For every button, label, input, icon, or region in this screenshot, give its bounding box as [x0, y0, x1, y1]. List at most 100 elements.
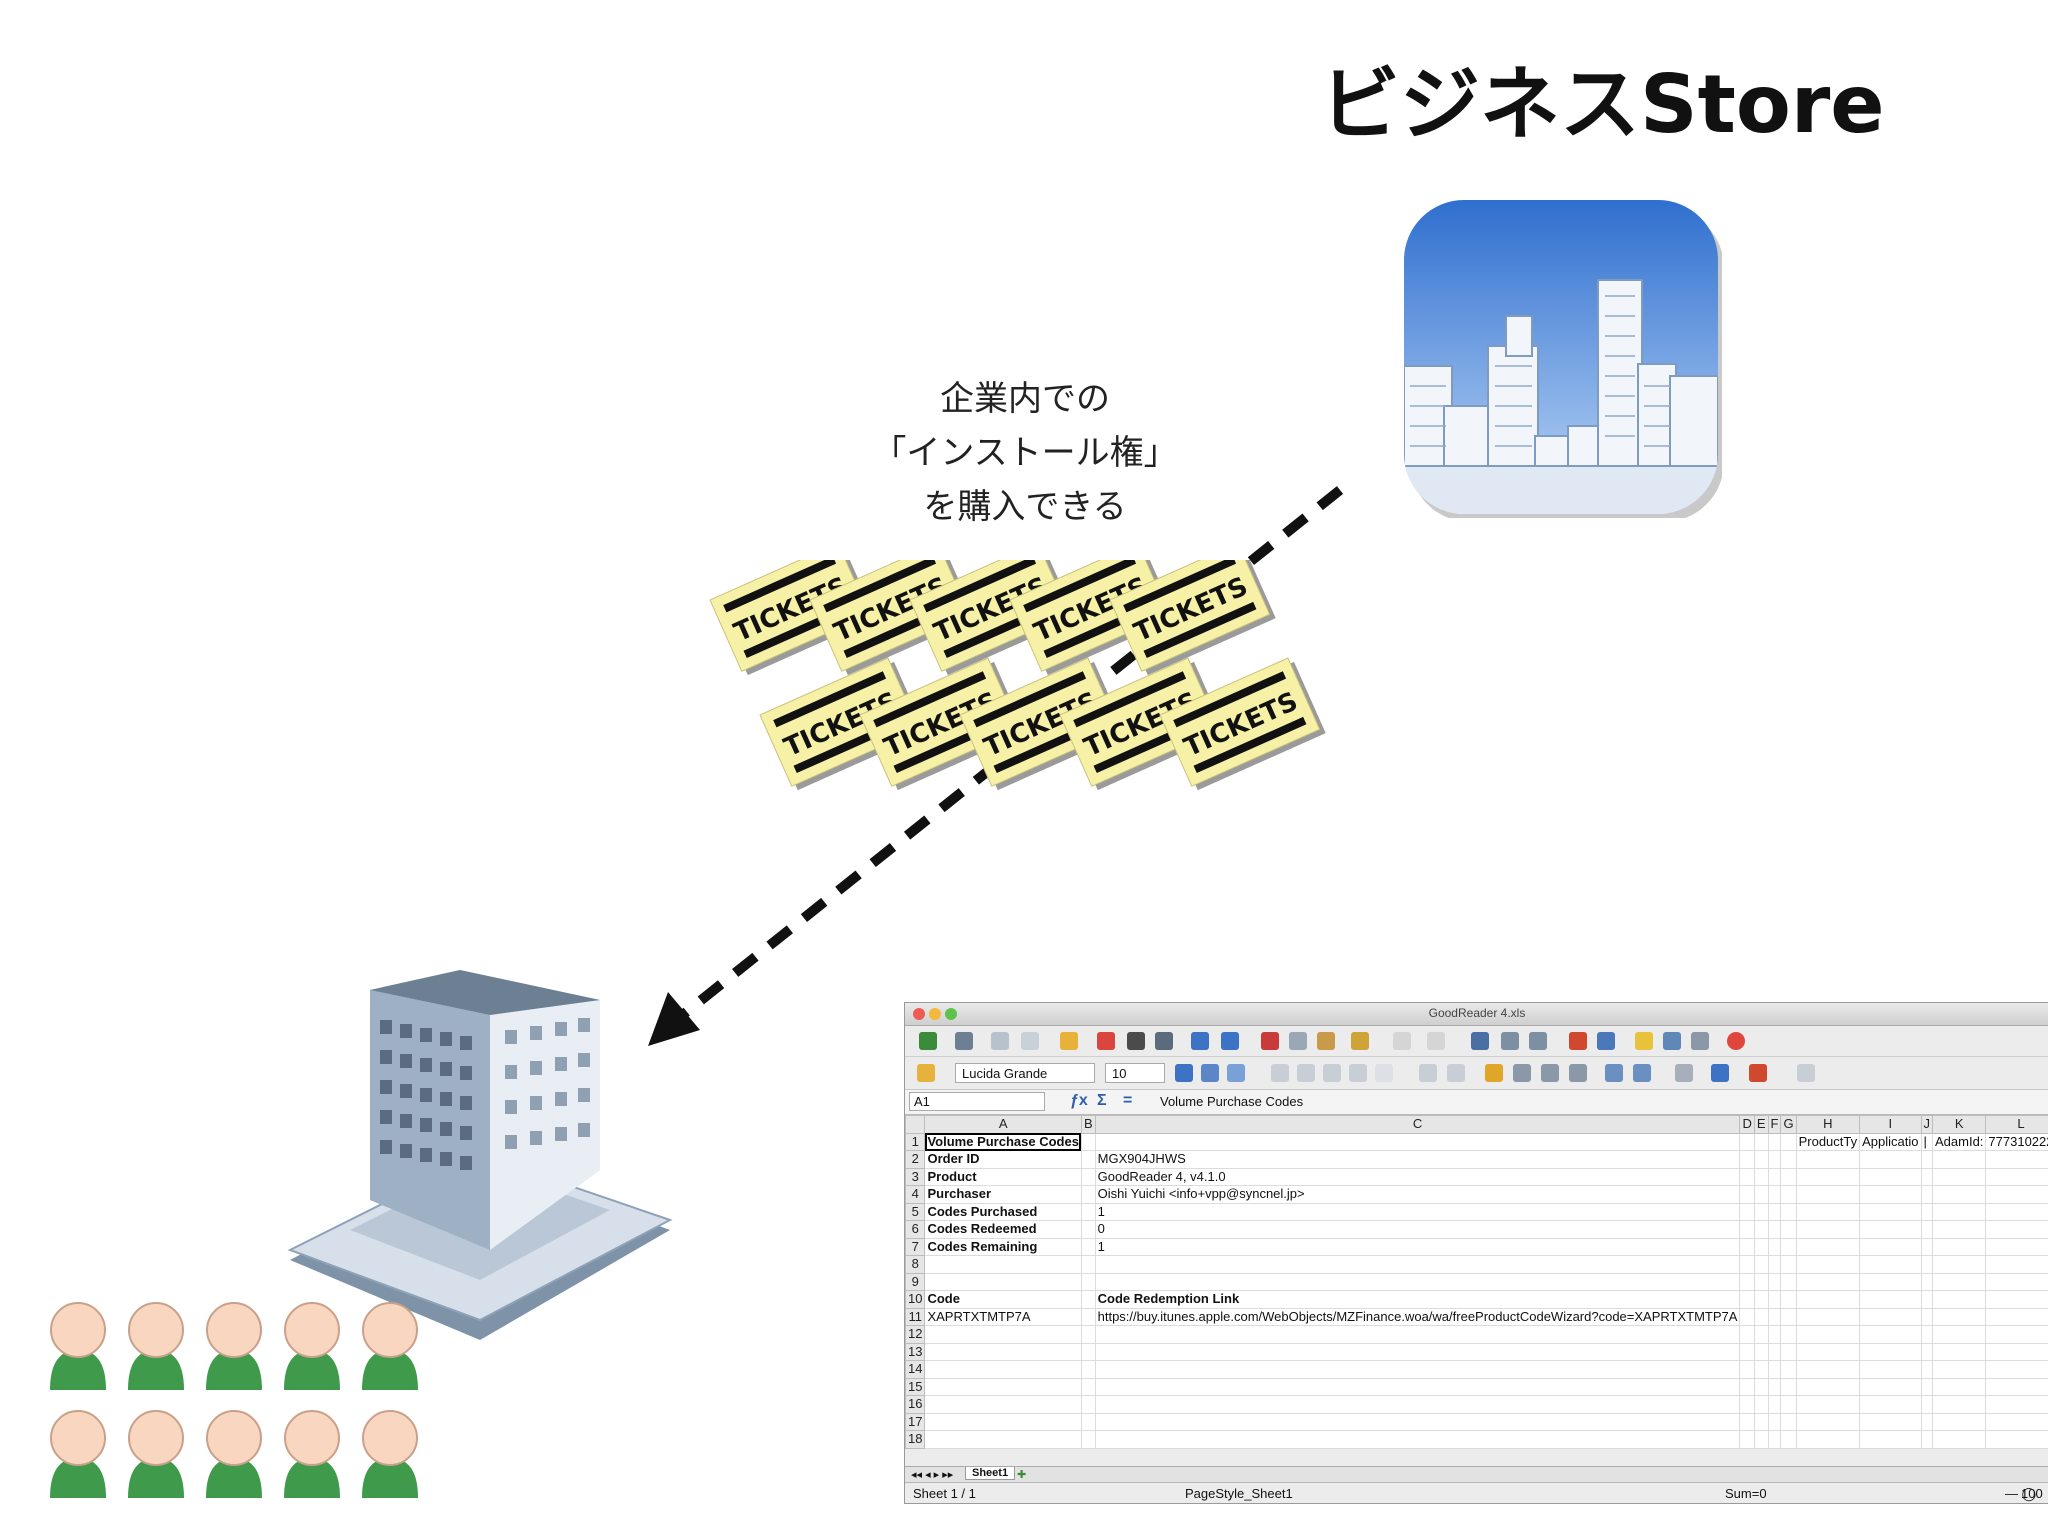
grid-cell[interactable] — [1739, 1220, 1755, 1239]
grid-cell[interactable] — [1080, 1220, 1096, 1239]
grid-cell[interactable] — [1080, 1307, 1096, 1326]
grid-cell[interactable]: | — [1920, 1132, 1933, 1151]
grid-cell[interactable] — [1753, 1150, 1769, 1169]
column-header[interactable]: G — [1780, 1115, 1797, 1134]
export-pdf-icon[interactable] — [1097, 1032, 1115, 1050]
grid-cell[interactable] — [1795, 1237, 1861, 1256]
row-header[interactable]: 3 — [905, 1167, 926, 1186]
sort-ascending-icon[interactable] — [1501, 1032, 1519, 1050]
grid-cell[interactable] — [1753, 1395, 1769, 1414]
grid-cell[interactable] — [1094, 1255, 1741, 1274]
font-size-select[interactable]: 10 — [1105, 1063, 1165, 1083]
row-header[interactable]: 15 — [905, 1377, 926, 1396]
grid-cell[interactable] — [1739, 1150, 1755, 1169]
cut-icon[interactable] — [1261, 1032, 1279, 1050]
grid-cell[interactable] — [1739, 1132, 1755, 1151]
grid-cell[interactable] — [1985, 1412, 2048, 1431]
column-header[interactable]: K — [1931, 1115, 1987, 1134]
grid-cell[interactable] — [1795, 1430, 1861, 1449]
grid-cell[interactable] — [1780, 1255, 1797, 1274]
column-header[interactable]: H — [1795, 1115, 1861, 1134]
grid-cell[interactable] — [1920, 1202, 1933, 1221]
print-preview-icon[interactable] — [1155, 1032, 1173, 1050]
grid-cell[interactable] — [1080, 1255, 1096, 1274]
grid-cell[interactable] — [1080, 1290, 1096, 1309]
grid-cell[interactable] — [1931, 1290, 1987, 1309]
grid-cell[interactable] — [1780, 1325, 1797, 1344]
grid-cell[interactable] — [1767, 1307, 1782, 1326]
grid-cell[interactable] — [1931, 1412, 1987, 1431]
grid-cell[interactable] — [1739, 1307, 1755, 1326]
column-header[interactable]: E — [1753, 1115, 1769, 1134]
delete-decimal-icon[interactable] — [1569, 1064, 1587, 1082]
grid-cell[interactable]: 777310222 — [1985, 1132, 2048, 1151]
grid-cell[interactable] — [1795, 1167, 1861, 1186]
grid-cell[interactable] — [1985, 1377, 2048, 1396]
zoom-button[interactable] — [945, 1008, 957, 1020]
grid-cell[interactable] — [1767, 1395, 1782, 1414]
grid-cell[interactable] — [1931, 1150, 1987, 1169]
grid-cell[interactable] — [1753, 1255, 1769, 1274]
grid-cell[interactable] — [924, 1412, 1082, 1431]
grid-cell[interactable] — [1094, 1360, 1741, 1379]
hyperlink-icon[interactable] — [1471, 1032, 1489, 1050]
grid-cell[interactable] — [1767, 1167, 1782, 1186]
grid-cell[interactable] — [1920, 1395, 1933, 1414]
grid-cell[interactable] — [1080, 1360, 1096, 1379]
grid-cell[interactable] — [1920, 1150, 1933, 1169]
grid-cell[interactable] — [1859, 1377, 1922, 1396]
grid-cell[interactable] — [1080, 1167, 1096, 1186]
grid-cell[interactable]: Codes Remaining — [924, 1237, 1082, 1256]
currency-format-icon[interactable] — [1485, 1064, 1503, 1082]
grid-cell[interactable] — [1985, 1325, 2048, 1344]
grid-cell[interactable] — [1767, 1220, 1782, 1239]
grid-cell[interactable] — [1780, 1237, 1797, 1256]
grid-cell[interactable] — [1780, 1395, 1797, 1414]
grid-cell[interactable] — [1780, 1167, 1797, 1186]
grid-cell[interactable] — [1920, 1185, 1933, 1204]
grid-cell[interactable] — [1080, 1272, 1096, 1291]
column-header[interactable]: J — [1920, 1115, 1933, 1134]
grid-cell[interactable] — [1920, 1360, 1933, 1379]
grid-cell[interactable] — [1780, 1412, 1797, 1431]
grid-cell[interactable] — [1080, 1185, 1096, 1204]
grid-cell[interactable] — [1739, 1412, 1755, 1431]
grid-cell[interactable] — [1080, 1325, 1096, 1344]
grid-cell[interactable] — [1080, 1150, 1096, 1169]
grid-cell[interactable] — [1080, 1395, 1096, 1414]
grid-cell[interactable] — [1795, 1307, 1861, 1326]
grid-cell[interactable] — [1931, 1202, 1987, 1221]
increase-indent-icon[interactable] — [1633, 1064, 1651, 1082]
row-header[interactable]: 9 — [905, 1272, 926, 1291]
bold-icon[interactable] — [1175, 1064, 1193, 1082]
grid-cell[interactable] — [1931, 1185, 1987, 1204]
column-header[interactable]: L — [1985, 1115, 2048, 1134]
grid-cell[interactable] — [1094, 1395, 1741, 1414]
grid-cell[interactable] — [1859, 1185, 1922, 1204]
grid-cell[interactable] — [1920, 1255, 1933, 1274]
grid-cell[interactable] — [1859, 1220, 1922, 1239]
grid-cell[interactable]: Volume Purchase Codes — [924, 1132, 1082, 1151]
grid-cell[interactable] — [1094, 1342, 1741, 1361]
grid-cell[interactable] — [1795, 1342, 1861, 1361]
grid-cell[interactable]: 1 — [1094, 1237, 1741, 1256]
sidebar-toggle-icon[interactable] — [1797, 1064, 1815, 1082]
grid-cell[interactable] — [1859, 1237, 1922, 1256]
grid-cell[interactable] — [1795, 1290, 1861, 1309]
grid-cell[interactable] — [1795, 1377, 1861, 1396]
row-header[interactable]: 4 — [905, 1185, 926, 1204]
undo-icon[interactable] — [1393, 1032, 1411, 1050]
grid-cell[interactable] — [1753, 1237, 1769, 1256]
grid-cell[interactable]: Applicatio — [1859, 1132, 1922, 1151]
italic-icon[interactable] — [1201, 1064, 1219, 1082]
grid-cell[interactable]: Codes Purchased — [924, 1202, 1082, 1221]
zoom-slider[interactable]: — ◯ ＋ — [2005, 1486, 2037, 1501]
merge-cells-icon[interactable] — [1375, 1064, 1393, 1082]
grid-cell[interactable] — [1739, 1255, 1755, 1274]
row-header[interactable]: 2 — [905, 1150, 926, 1169]
minimize-button[interactable] — [929, 1008, 941, 1020]
grid-cell[interactable] — [1094, 1132, 1741, 1151]
grid-cell[interactable] — [1780, 1150, 1797, 1169]
grid-cell[interactable] — [1767, 1377, 1782, 1396]
grid-cell[interactable] — [1985, 1290, 2048, 1309]
